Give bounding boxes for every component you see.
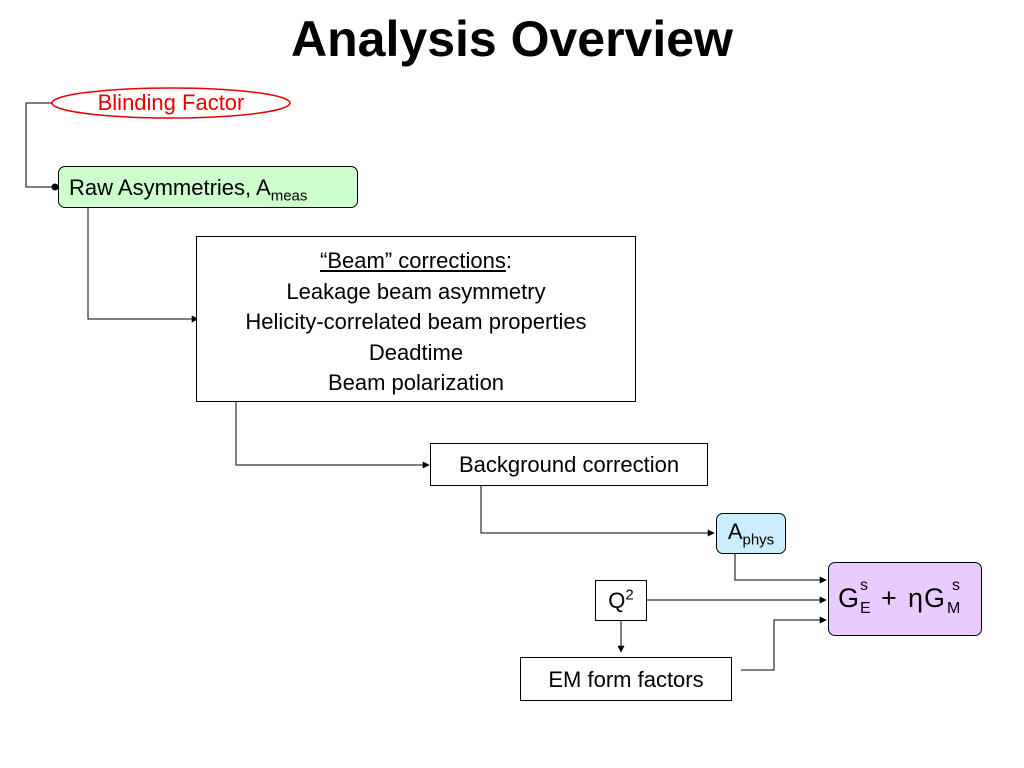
beam-correction-item: Beam polarization	[327, 370, 505, 395]
ge-sub: E	[860, 600, 871, 617]
background-correction-box: Background correction	[430, 443, 708, 486]
beam-corrections-box: “Beam” corrections: Leakage beam asymmet…	[196, 236, 636, 402]
ge-symbol: G	[838, 583, 860, 613]
q2-label: Q	[608, 588, 626, 613]
connector-blinding-to-raw	[25, 102, 54, 188]
connector-raw-to-beam	[87, 208, 199, 323]
page-title: Analysis Overview	[291, 11, 733, 67]
raw-asymmetries-box: Raw Asymmetries, Ameas	[58, 166, 358, 208]
connector-dot	[51, 183, 59, 191]
connector-em-to-result	[741, 616, 827, 671]
aphys-sub: phys	[742, 531, 775, 549]
ge-sup: s	[860, 577, 868, 594]
connector-background-to-aphys	[480, 486, 715, 537]
aphys-label: A	[727, 519, 743, 544]
gm-sup: s	[952, 577, 960, 594]
gm-symbol: G	[924, 583, 946, 613]
beam-correction-item: Leakage beam asymmetry	[286, 278, 546, 304]
q2-box: Q2	[595, 580, 647, 621]
beam-correction-item: Deadtime	[368, 339, 464, 365]
beam-correction-item: Helicity-correlated beam properties	[245, 309, 587, 334]
plus-sign: +	[881, 583, 897, 613]
em-form-factors-label: EM form factors	[548, 667, 704, 692]
gm-sub: M	[947, 600, 961, 617]
background-correction-label: Background correction	[458, 452, 680, 477]
q2-sup: 2	[625, 586, 634, 604]
connector-beam-to-background	[235, 401, 430, 469]
em-form-factors-box: EM form factors	[520, 657, 732, 701]
eta-symbol: η	[908, 583, 924, 613]
raw-asymmetries-sub: meas	[270, 187, 308, 205]
beam-corrections-heading: “Beam” corrections:	[320, 248, 512, 273]
connector-aphys-to-result	[734, 553, 827, 584]
blinding-factor-label: Blinding Factor	[97, 90, 245, 115]
aphys-box: Aphys	[716, 513, 786, 554]
strange-form-factor-box: G s E + η G s M	[828, 562, 982, 636]
raw-asymmetries-label: Raw Asymmetries, A	[69, 175, 271, 200]
